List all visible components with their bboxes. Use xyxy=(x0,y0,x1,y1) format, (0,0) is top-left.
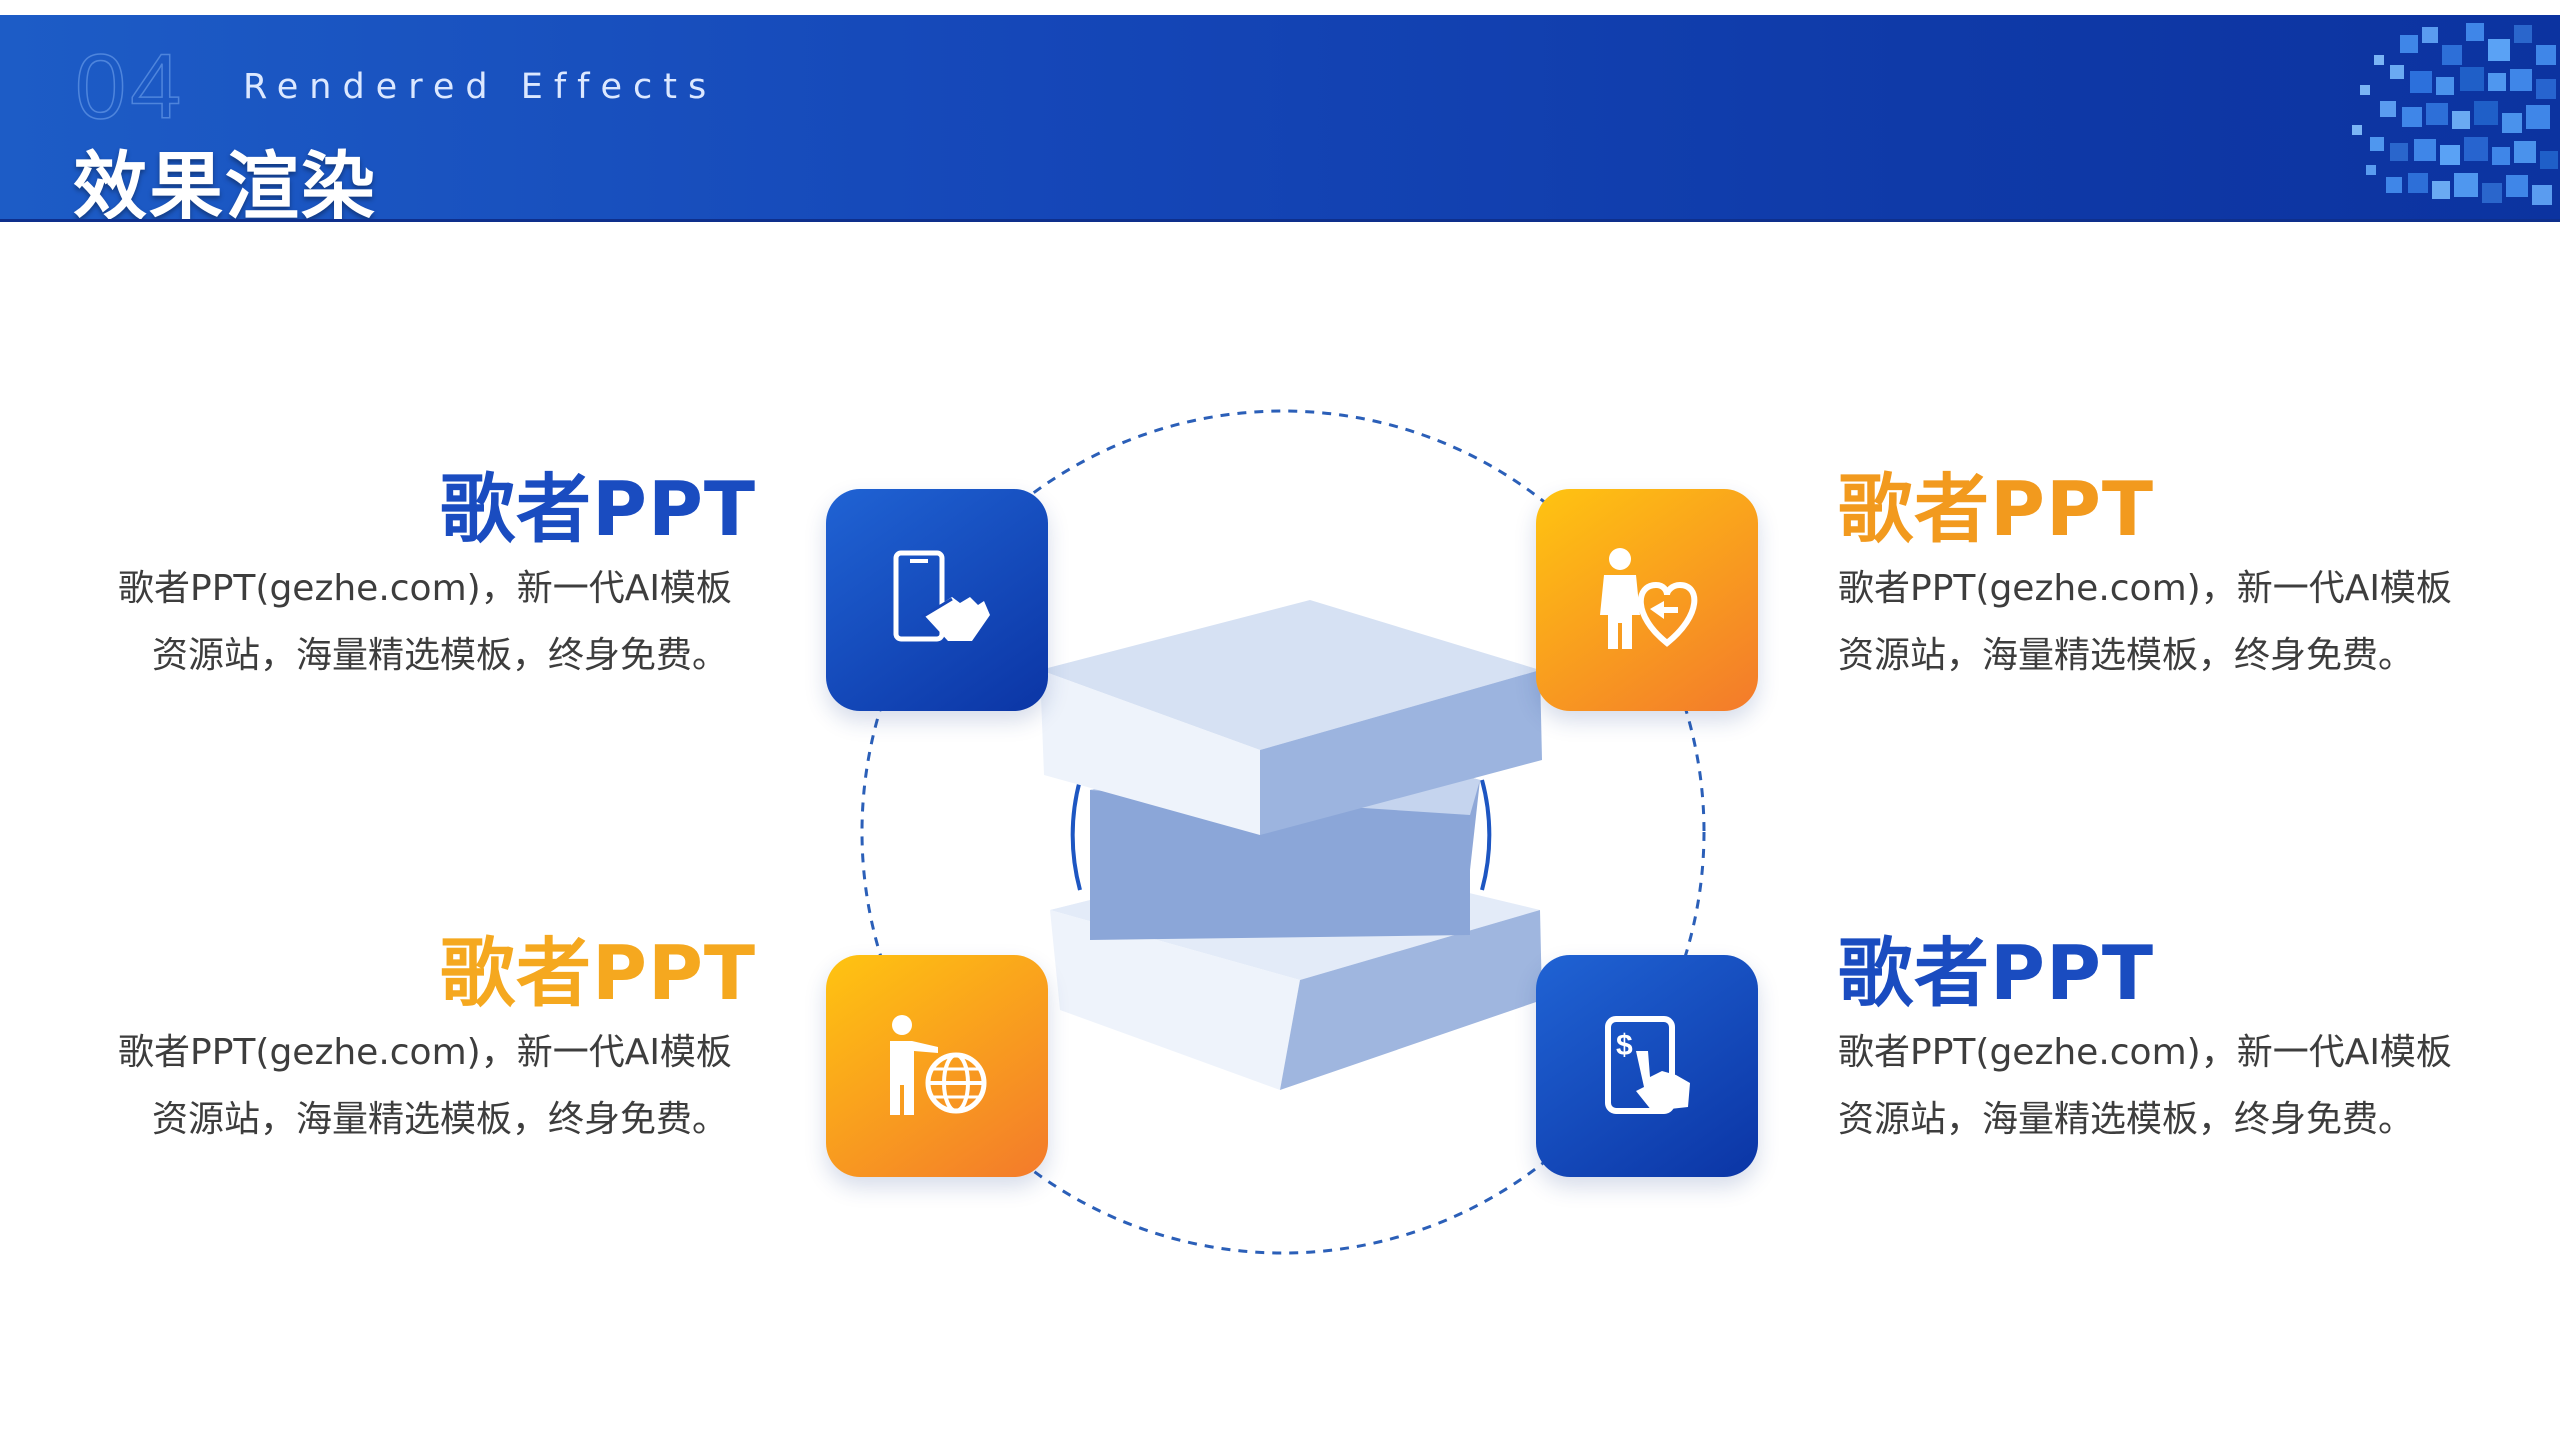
item-heading-3: 歌者PPT xyxy=(440,929,757,1017)
tile-person-heart xyxy=(1536,489,1758,711)
item-heading-4: 歌者PPT xyxy=(1838,929,2155,1017)
person-heart-icon xyxy=(1600,548,1698,649)
person-globe-icon xyxy=(890,1015,987,1115)
tile-tablet-payment: $ xyxy=(1536,955,1758,1177)
header-banner: 04 Rendered Effects 效果渲染 xyxy=(0,15,2560,221)
item-desc-4-line2: 资源站，海量精选模板，终身免费。 xyxy=(1838,1099,2415,1140)
item-desc-3-line2: 资源站，海量精选模板，终身免费。 xyxy=(151,1099,728,1140)
item-desc-1-line2: 资源站，海量精选模板，终身免费。 xyxy=(151,635,728,676)
item-desc-2-line1: 歌者PPT(gezhe.com)，新一代AI模板 xyxy=(1838,568,2452,609)
item-desc-2-line2: 资源站，海量精选模板，终身免费。 xyxy=(1838,635,2415,676)
section-number: 04 xyxy=(74,35,186,139)
header-underline xyxy=(0,219,2560,222)
stacked-blocks-illustration xyxy=(1040,600,1542,1090)
tile-phone-touch xyxy=(826,489,1048,711)
item-desc-3-line1: 歌者PPT(gezhe.com)，新一代AI模板 xyxy=(118,1032,732,1073)
tablet-payment-icon: $ xyxy=(1605,1016,1690,1114)
phone-touch-icon xyxy=(893,550,990,642)
section-subtitle: Rendered Effects xyxy=(243,67,718,107)
item-heading-2: 歌者PPT xyxy=(1838,465,2155,553)
item-heading-1: 歌者PPT xyxy=(440,465,757,553)
page-title: 效果渲染 xyxy=(73,144,377,221)
pixel-cubes-decoration xyxy=(2352,23,2558,205)
tile-person-globe xyxy=(826,955,1048,1177)
item-desc-4-line1: 歌者PPT(gezhe.com)，新一代AI模板 xyxy=(1838,1032,2452,1073)
item-desc-1-line1: 歌者PPT(gezhe.com)，新一代AI模板 xyxy=(118,568,732,609)
svg-text:$: $ xyxy=(1616,1029,1633,1062)
